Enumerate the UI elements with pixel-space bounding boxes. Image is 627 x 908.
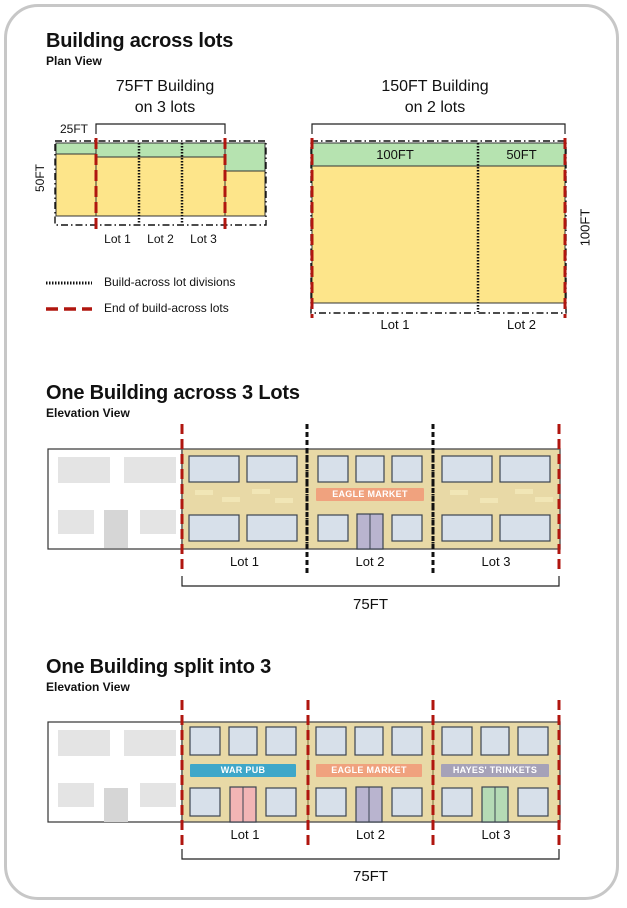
left-lot-3: Lot 3: [190, 232, 217, 246]
left-depth-label: 50FT: [33, 164, 47, 193]
left-lot-1: Lot 1: [104, 232, 131, 246]
left-plan-title-line1: 75FT Building: [115, 78, 215, 95]
section-title-plan: Building across lots: [46, 30, 234, 52]
section-title-elevation-2: One Building split into 3: [46, 656, 271, 678]
section-subtitle-elevation-1: Elevation View: [46, 406, 130, 420]
section-title-elevation-1: One Building across 3 Lots: [46, 382, 300, 404]
right-lot-1: Lot 1: [380, 317, 410, 332]
card-frame: [4, 4, 619, 900]
elev1-lot-2: Lot 2: [355, 554, 385, 569]
right-plan: [310, 123, 567, 318]
left-lot-2: Lot 2: [147, 232, 174, 246]
right-plan-title-line2: on 2 lots: [404, 99, 466, 116]
right-plan-title-line1: 150FT Building: [381, 78, 489, 95]
elev2-lot-2: Lot 2: [356, 827, 385, 842]
left-plan-title-line2: on 3 lots: [134, 99, 196, 116]
sign-hayes-trinkets: HAYES' TRINKETS: [441, 764, 549, 777]
section-subtitle-elevation-2: Elevation View: [46, 680, 130, 694]
elev2-width-label: 75FT: [352, 868, 388, 885]
right-depth-label: 100FT: [577, 208, 593, 247]
elev1-lot-1: Lot 1: [230, 554, 259, 569]
sign-eagle-market-2: EAGLE MARKET: [316, 764, 422, 777]
left-width-label: 25FT: [60, 122, 89, 136]
right-front-label-1: 100FT: [376, 147, 414, 162]
left-plan: [54, 123, 267, 230]
section-subtitle-plan: Plan View: [46, 54, 102, 68]
right-lot-2: Lot 2: [507, 317, 536, 332]
elev2-lot-3: Lot 3: [481, 827, 511, 842]
elev1-width-label: 75FT: [352, 596, 388, 613]
sign-war-pub: WAR PUB: [190, 764, 296, 777]
sign-eagle-market: EAGLE MARKET: [316, 488, 424, 501]
elev1-lot-3: Lot 3: [481, 554, 511, 569]
right-front-label-2: 50FT: [506, 147, 537, 162]
elev2-lot-1: Lot 1: [230, 827, 260, 842]
legend-end-label: End of build-across lots: [104, 301, 229, 315]
left-plan-title: 75FT Building on 3 lots: [90, 76, 240, 118]
right-plan-title: 150FT Building on 2 lots: [360, 76, 510, 118]
legend-divisions-label: Build-across lot divisions: [104, 275, 236, 289]
